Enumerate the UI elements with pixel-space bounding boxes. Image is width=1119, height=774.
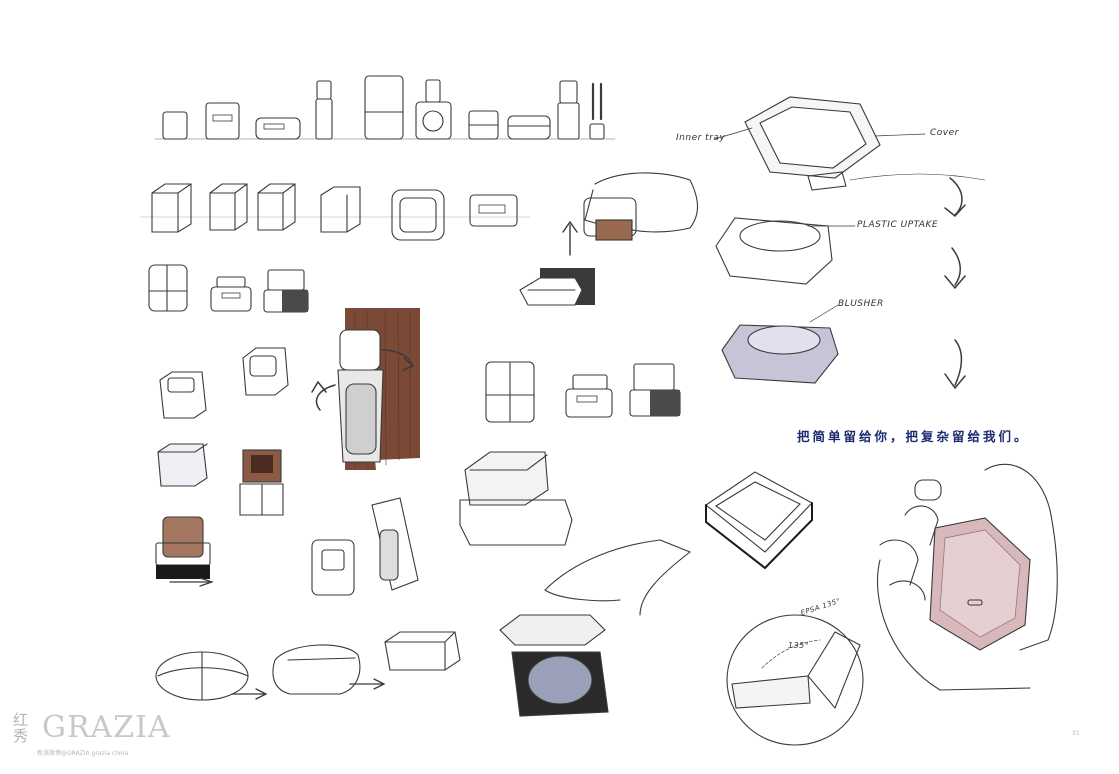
cube-variations-sketch <box>139 183 531 241</box>
logo-chinese: 红秀 <box>13 711 29 745</box>
hand-holding-compact-sketch <box>519 172 699 306</box>
wood-bottle-sketch <box>311 308 420 470</box>
blusher-label: BLUSHER <box>838 299 884 309</box>
compact-front-sketches <box>148 264 309 313</box>
exploded-compact-sketch <box>714 96 986 390</box>
cover-label: Cover <box>930 128 959 138</box>
hand-holding-blush-sketch <box>876 463 1058 691</box>
angle-label: 135° <box>788 641 810 650</box>
inner-tray-label: Inner tray <box>676 133 726 143</box>
plastic-uptake-label: PLASTIC UPTAKE <box>857 220 939 230</box>
grazia-logo: GRAZIA <box>42 710 171 745</box>
bottle-lineup-sketch <box>154 75 616 140</box>
shape-evolution-sketch <box>155 631 461 701</box>
cube-render-studies <box>155 347 289 587</box>
page-number: 31 <box>1072 730 1080 737</box>
open-compact-hand-sketch <box>499 539 692 717</box>
mid-compact-sketches <box>311 361 681 596</box>
tray-hinge-sketch <box>705 471 864 746</box>
social-handle: 新浪微博@GRAZIA grazia china <box>37 750 129 757</box>
tagline: 把简单留给你，把复杂留给我们。 <box>797 429 1030 444</box>
